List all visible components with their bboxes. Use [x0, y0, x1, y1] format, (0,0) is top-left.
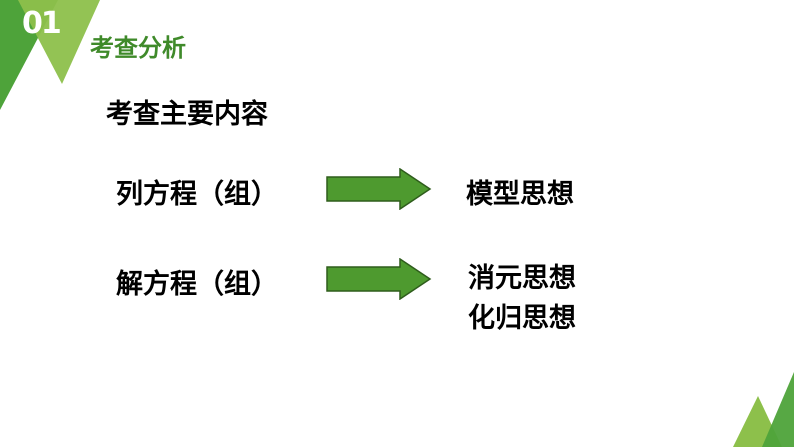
section-number: 01: [22, 6, 62, 41]
section-title: 考查分析: [90, 34, 186, 62]
row-2-right-2: 化归思想: [468, 303, 576, 334]
row-1-left: 列方程（组）: [116, 179, 278, 210]
row-1-right: 模型思想: [466, 179, 574, 210]
arrow-right-icon: [326, 258, 432, 300]
arrow-right-icon: [326, 168, 432, 210]
top-left-light-triangle: [18, 0, 100, 84]
bottom-right-dark-triangle: [762, 372, 794, 447]
row-2-left: 解方程（组）: [116, 269, 278, 300]
row-2-right-1: 消元思想: [468, 263, 576, 294]
content-heading: 考查主要内容: [106, 99, 268, 130]
